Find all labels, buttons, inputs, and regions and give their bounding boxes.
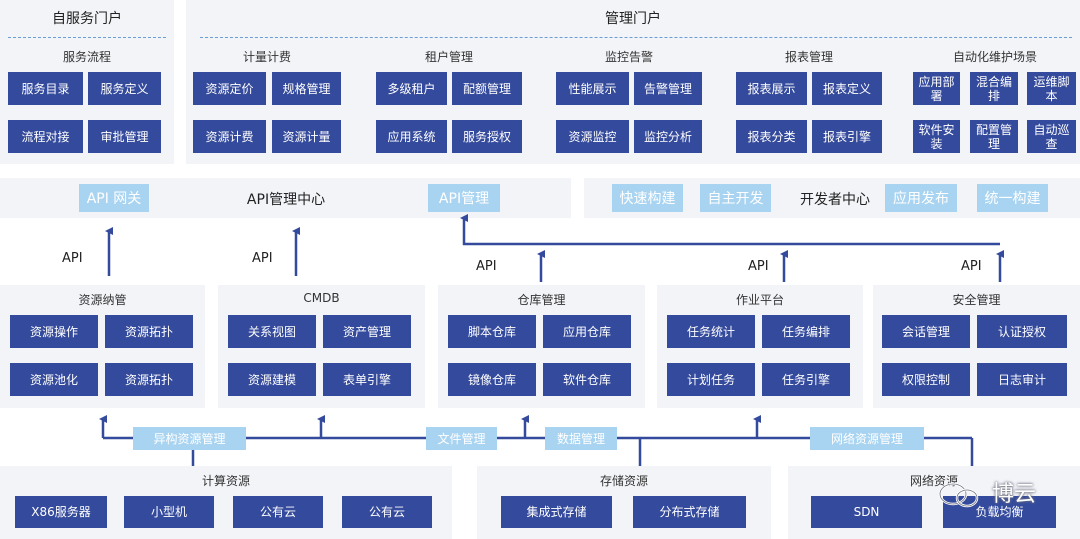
sdn-button[interactable]: SDN — [811, 496, 922, 528]
service-flow-title: 服务流程 — [62, 50, 111, 64]
automation-title: 自动化维护场景 — [952, 50, 1037, 64]
ops-script-button[interactable]: 运维脚本 — [1027, 72, 1076, 105]
resource-modeling-button[interactable]: 资源建模 — [228, 363, 316, 396]
config-management-button[interactable]: 配置管理 — [970, 120, 1018, 153]
self-develop-button[interactable]: 自主开发 — [700, 184, 771, 212]
api-label: API — [476, 259, 497, 274]
auto-inspection-button[interactable]: 自动巡查 — [1027, 120, 1076, 153]
approval-management-button[interactable]: 审批管理 — [88, 120, 161, 153]
application-system-button[interactable]: 应用系统 — [376, 120, 447, 153]
script-repo-button[interactable]: 脚本仓库 — [448, 315, 536, 348]
minicomputer-button[interactable]: 小型机 — [124, 496, 214, 528]
x86-server-button[interactable]: X86服务器 — [15, 496, 107, 528]
log-audit-button[interactable]: 日志审计 — [977, 363, 1067, 396]
monitoring-analysis-button[interactable]: 监控分析 — [634, 120, 702, 153]
resource-billing-button[interactable]: 资源计费 — [193, 120, 266, 153]
data-management-label: 数据管理 — [545, 427, 617, 450]
api-management-link — [460, 214, 1000, 246]
software-install-button[interactable]: 软件安装 — [913, 120, 960, 153]
auth-authorization-button[interactable]: 认证授权 — [977, 315, 1067, 348]
distributed-storage-button[interactable]: 分布式存储 — [633, 496, 746, 528]
hybrid-orchestration-button[interactable]: 混合编排 — [970, 72, 1018, 105]
process-docking-button[interactable]: 流程对接 — [8, 120, 83, 153]
service-catalog-button[interactable]: 服务目录 — [8, 72, 83, 105]
api-label: API — [62, 251, 83, 266]
resource-operation-button[interactable]: 资源操作 — [10, 315, 98, 348]
resource-management-title: 资源纳管 — [78, 293, 127, 307]
cmdb-title: CMDB — [303, 291, 340, 305]
resource-monitoring-button[interactable]: 资源监控 — [556, 120, 629, 153]
api-center-title: API管理中心 — [246, 192, 326, 208]
spec-management-button[interactable]: 规格管理 — [272, 72, 341, 105]
relation-view-button[interactable]: 关系视图 — [228, 315, 316, 348]
file-management-label: 文件管理 — [426, 427, 497, 450]
report-definition-button[interactable]: 报表定义 — [812, 72, 882, 105]
storage-resource-title: 存储资源 — [599, 474, 648, 488]
resource-metering-button[interactable]: 资源计量 — [272, 120, 341, 153]
repository-title: 仓库管理 — [517, 293, 566, 307]
quick-build-button[interactable]: 快速构建 — [612, 184, 683, 212]
task-orchestration-button[interactable]: 任务编排 — [762, 315, 850, 348]
dev-center-title: 开发者中心 — [800, 192, 870, 208]
management-title: 管理门户 — [605, 11, 661, 27]
tenant-title: 租户管理 — [424, 50, 473, 64]
public-cloud-button[interactable]: 公有云 — [233, 496, 323, 528]
software-repo-button[interactable]: 软件仓库 — [543, 363, 631, 396]
monitoring-title: 监控告警 — [604, 50, 653, 64]
resource-pooling-button[interactable]: 资源池化 — [10, 363, 98, 396]
asset-management-button[interactable]: 资产管理 — [323, 315, 411, 348]
network-resource-label: 网络资源管理 — [810, 427, 924, 450]
api-gateway-button[interactable]: API 网关 — [79, 184, 149, 212]
permission-control-button[interactable]: 权限控制 — [882, 363, 970, 396]
quota-management-button[interactable]: 配额管理 — [452, 72, 522, 105]
api-label: API — [748, 259, 769, 274]
resource-topology-button[interactable]: 资源拓扑 — [105, 315, 193, 348]
service-definition-button[interactable]: 服务定义 — [88, 72, 161, 105]
compute-resource-title: 计算资源 — [201, 474, 250, 488]
management-divider — [200, 37, 1072, 38]
wechat-icon — [938, 482, 979, 508]
session-management-button[interactable]: 会话管理 — [882, 315, 970, 348]
service-authorization-button[interactable]: 服务授权 — [452, 120, 522, 153]
form-engine-button[interactable]: 表单引擎 — [323, 363, 411, 396]
self-service-divider — [8, 37, 166, 38]
public-cloud-button[interactable]: 公有云 — [342, 496, 432, 528]
performance-display-button[interactable]: 性能展示 — [556, 72, 629, 105]
alarm-management-button[interactable]: 告警管理 — [634, 72, 702, 105]
api-label: API — [252, 251, 273, 266]
resource-pricing-button[interactable]: 资源定价 — [193, 72, 266, 105]
billing-title: 计量计费 — [242, 50, 291, 64]
app-deploy-button[interactable]: 应用部署 — [913, 72, 960, 105]
image-repo-button[interactable]: 镜像仓库 — [448, 363, 536, 396]
network-resource-title: 网络资源 — [909, 474, 958, 488]
api-management-button[interactable]: API管理 — [428, 184, 500, 212]
resource-topology-button[interactable]: 资源拓扑 — [105, 363, 193, 396]
report-title: 报表管理 — [784, 50, 833, 64]
task-statistics-button[interactable]: 任务统计 — [667, 315, 755, 348]
task-engine-button[interactable]: 任务引擎 — [762, 363, 850, 396]
watermark-logo: 博云 — [992, 482, 1037, 507]
report-category-button[interactable]: 报表分类 — [736, 120, 807, 153]
api-label: API — [961, 259, 982, 274]
heterogeneous-resource-label: 异构资源管理 — [133, 427, 246, 450]
security-title: 安全管理 — [952, 293, 1001, 307]
app-release-button[interactable]: 应用发布 — [885, 184, 957, 212]
job-platform-title: 作业平台 — [735, 293, 784, 307]
report-engine-button[interactable]: 报表引擎 — [812, 120, 882, 153]
report-display-button[interactable]: 报表展示 — [736, 72, 807, 105]
unified-build-button[interactable]: 统一构建 — [977, 184, 1048, 212]
self-service-title: 自服务门户 — [52, 11, 122, 27]
integrated-storage-button[interactable]: 集成式存储 — [501, 496, 612, 528]
scheduled-task-button[interactable]: 计划任务 — [667, 363, 755, 396]
multi-tenant-button[interactable]: 多级租户 — [376, 72, 447, 105]
app-repo-button[interactable]: 应用仓库 — [543, 315, 631, 348]
